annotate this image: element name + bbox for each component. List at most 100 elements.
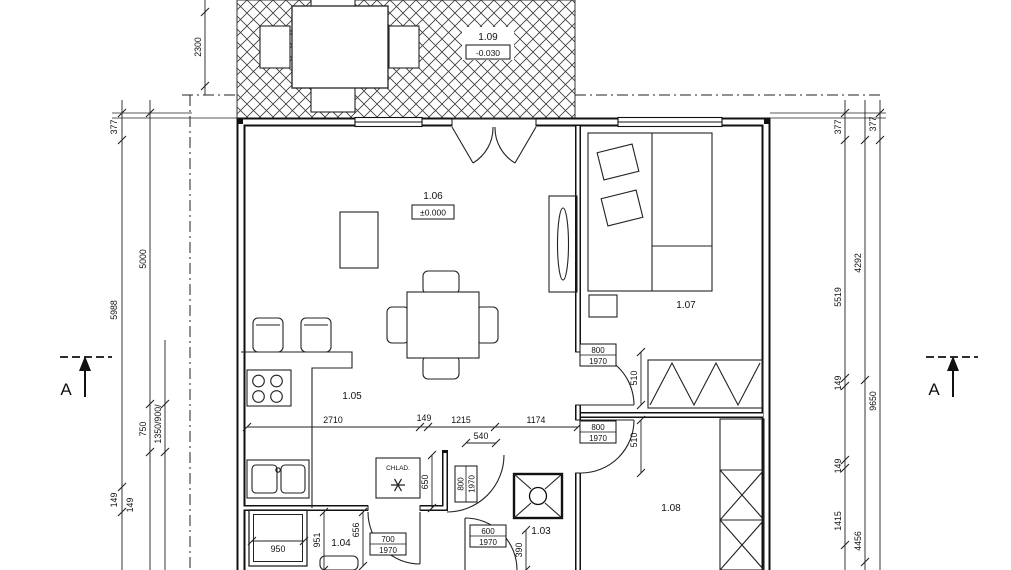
dining-set	[386, 270, 499, 380]
flue-icon	[528, 486, 548, 506]
door-height: 1970	[589, 357, 607, 366]
pillow	[600, 189, 644, 227]
dim-510-b: 510	[629, 433, 639, 448]
dim-950-shower: 950	[271, 544, 286, 554]
door-height: 1970	[468, 475, 477, 493]
section-marker-left: A	[60, 356, 112, 399]
door-width: 800	[591, 423, 605, 432]
door-room108	[580, 419, 635, 474]
section-letter-left: A	[60, 380, 72, 399]
fridge-label: CHLAD.	[386, 465, 410, 472]
dim-149-right-b: 149	[833, 459, 843, 474]
door-label-bathroom: 700 1970	[369, 532, 407, 556]
dim-2710: 2710	[323, 415, 343, 425]
bathroom	[248, 509, 359, 570]
door-label-hall: 800 1970	[454, 465, 478, 503]
entry-double-door	[451, 126, 537, 164]
door-label-room108: 800 1970	[579, 420, 617, 444]
door-label-room103: 600 1970	[469, 524, 507, 548]
door-width: 600	[481, 527, 495, 536]
dim-5988-left: 5988	[109, 300, 119, 320]
door-width: 800	[457, 477, 466, 491]
stove	[246, 369, 292, 407]
dim-5519-right: 5519	[833, 287, 843, 307]
room-number-108: 1.08	[661, 503, 681, 514]
kitchen	[241, 317, 421, 508]
elevation-106: ±0.000	[420, 208, 446, 218]
closet-bedroom	[647, 359, 763, 409]
living-room	[339, 211, 499, 380]
dim-2300-terrace: 2300	[193, 37, 203, 57]
walls-inner	[238, 119, 769, 570]
elevation-109: -0.030	[476, 48, 500, 58]
dim-377-right-b: 377	[868, 117, 878, 132]
bed	[587, 132, 713, 292]
dim-1350-900-left: 1350/900/	[153, 404, 163, 444]
door-hall	[446, 454, 505, 513]
dim-750-left: 750	[138, 422, 148, 437]
dim-377-right-a: 377	[833, 120, 843, 135]
dim-1174: 1174	[527, 415, 546, 425]
dim-540: 540	[474, 431, 489, 441]
terrace-table	[291, 5, 389, 89]
dim-149-left-a: 149	[109, 493, 119, 508]
dim-1415-right: 1415	[833, 511, 843, 531]
doors	[367, 126, 635, 570]
right-dimension-lines	[770, 100, 886, 570]
boundary-lines	[182, 94, 884, 570]
elevation-box-109	[465, 44, 511, 60]
dim-510-a: 510	[629, 371, 639, 386]
dim-149-left-b: 149	[125, 498, 135, 513]
dim-656: 656	[351, 523, 361, 538]
washbasin	[319, 555, 359, 570]
bedroom	[548, 132, 763, 409]
door-label-bedroom: 800 1970	[579, 343, 617, 367]
sink	[246, 459, 310, 499]
dim-951: 951	[312, 533, 322, 548]
door-labels: 800 1970 800 1970 800 1970 700 1970 600 …	[369, 343, 617, 556]
room-number-105: 1.05	[342, 391, 362, 402]
left-dimension-lines	[112, 0, 237, 570]
dim-650: 650	[420, 475, 430, 490]
dim-9650-right: 9650	[868, 391, 878, 411]
interior-dimension-lines	[242, 347, 646, 570]
door-height: 1970	[479, 538, 497, 547]
dining-table	[406, 291, 480, 359]
dim-149-right-a: 149	[833, 376, 843, 391]
dim-149-int: 149	[417, 413, 432, 423]
room-labels: 1.06 ±0.000 1.07 1.05 1.04 1.03 1.08	[331, 191, 696, 549]
terrace-table-set	[259, 0, 420, 113]
door-height: 1970	[379, 546, 397, 555]
section-arrow-icon	[947, 356, 959, 371]
window-midlines	[355, 118, 722, 123]
door-width: 700	[381, 535, 395, 544]
pillow	[596, 143, 640, 181]
section-letter-right: A	[928, 380, 940, 399]
bar-chairs	[252, 317, 332, 353]
dimension-ticks	[242, 347, 646, 570]
dim-4292-right: 4292	[853, 253, 863, 273]
windows	[354, 116, 723, 128]
section-marker-right: A	[926, 356, 978, 399]
section-arrow-icon	[79, 356, 91, 371]
dim-377-left: 377	[109, 120, 119, 135]
room-number-103: 1.03	[531, 526, 551, 537]
room-number-109: 1.09	[478, 32, 498, 43]
fridge	[375, 457, 421, 499]
dim-5000-left: 5000	[138, 249, 148, 269]
snowflake-icon	[391, 478, 405, 492]
elevation-box-106	[411, 204, 455, 220]
side-table	[339, 211, 379, 269]
terrace: 1.09 -0.030	[236, 0, 576, 119]
room-number-104: 1.04	[331, 538, 351, 549]
chimney	[512, 472, 564, 520]
dim-390: 390	[514, 543, 524, 558]
wardrobe-mirror	[548, 195, 578, 293]
closet-room108	[719, 418, 765, 570]
dim-4456-right: 4456	[853, 531, 863, 551]
nightstand	[588, 294, 618, 318]
door-width: 800	[591, 346, 605, 355]
door-height: 1970	[589, 434, 607, 443]
